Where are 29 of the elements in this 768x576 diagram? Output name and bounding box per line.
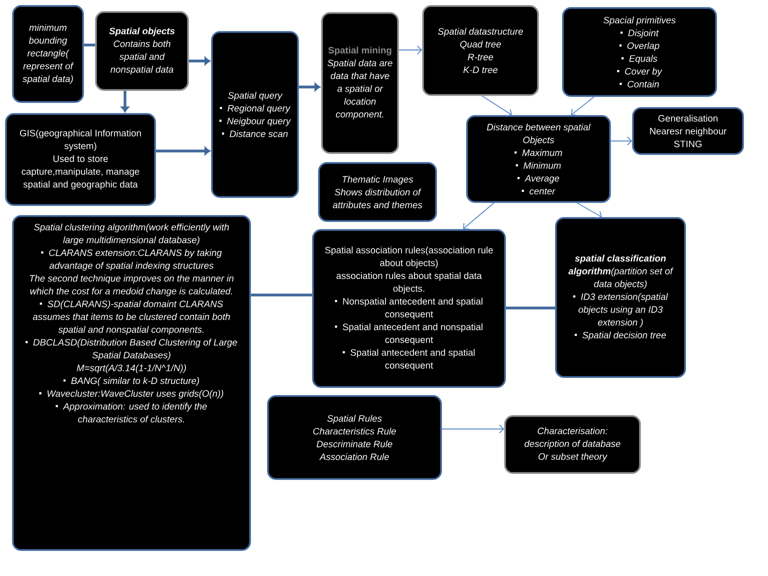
concept-box: Spatial objects Contains both spatial and nonspatial data — [95, 11, 189, 91]
concept-box: Spatial Rules Characteristics Rule Descriminate Rule Association Rule — [267, 395, 442, 480]
concept-box: minimum bounding rectangle( represent of spatial data) — [12, 5, 84, 103]
concept-box: Characterisation: description of database Or subset theory — [504, 415, 641, 474]
arrow — [482, 95, 512, 116]
concept-box: Distance between spatial Objects Maximum Minimum Average center — [466, 115, 611, 203]
connector-line — [250, 294, 312, 296]
concept-box: Spatial mining Spatial data are data that have a spatial or location component. — [321, 12, 399, 154]
concept-box: Spacial primitives Disjoint Overlap Equals Cover by Contain — [562, 7, 717, 97]
arrow — [576, 202, 602, 219]
arrow — [441, 424, 504, 434]
connector-line — [506, 306, 556, 310]
concept-box: GIS(geographical Information system) Used to store capture,manipulate, manage spatial and geographic data — [5, 113, 156, 206]
arrow — [571, 96, 594, 116]
concept-box: Spatial datastructure Quad tree R-tree K-D tree — [422, 5, 539, 96]
arrow — [610, 136, 632, 146]
arrow — [298, 82, 320, 92]
concept-box: Spatial association rules(association rule about objects) association rules about spatial data objects. Nonspatial antecedent and spatial consequent Spatial antecedent and nonspatial consequent Spatial antecedent and spatial consequent — [312, 229, 506, 388]
arrow — [156, 146, 210, 156]
concept-box: Spatial query Regional query Neigbour query Distance scan — [211, 31, 299, 198]
concept-box: Spatial clustering algorithm(work efficiently with large multidimensional database) CLARANS extension:CLARANS by taking advantage of spatial indexing structures The second technique improves on the manner in which the cost for a medoid change is calculated. SD(CLARANS)-spatial domaint CLARANS assumes that items to be clustered contain both spatial and nonspatial components. DBCLASD(Distribution Based Clustering of Large Spatial Databases) M=sqrt(A/3.14(1-1/N^1/N)) BANG( similar to k-D structure) Wavecluster:WaveCluster uses grids(O(n)) Approximation: used to identify the characteristics of clusters. — [12, 215, 251, 551]
concept-box: spatial classification algorithm(partition set of data objects) ID3 extension(spatial objects using an ID3 extension ) Spatial decision tree — [555, 217, 686, 378]
connector-line — [84, 44, 96, 46]
arrow — [188, 56, 210, 66]
arrow — [463, 202, 494, 230]
concept-box: Thematic Images Shows distribution of attributes and themes — [318, 162, 437, 222]
concept-box: Generalisation Nearesr neighbour STING — [632, 107, 744, 155]
arrow — [398, 46, 422, 54]
arrow — [120, 90, 130, 112]
